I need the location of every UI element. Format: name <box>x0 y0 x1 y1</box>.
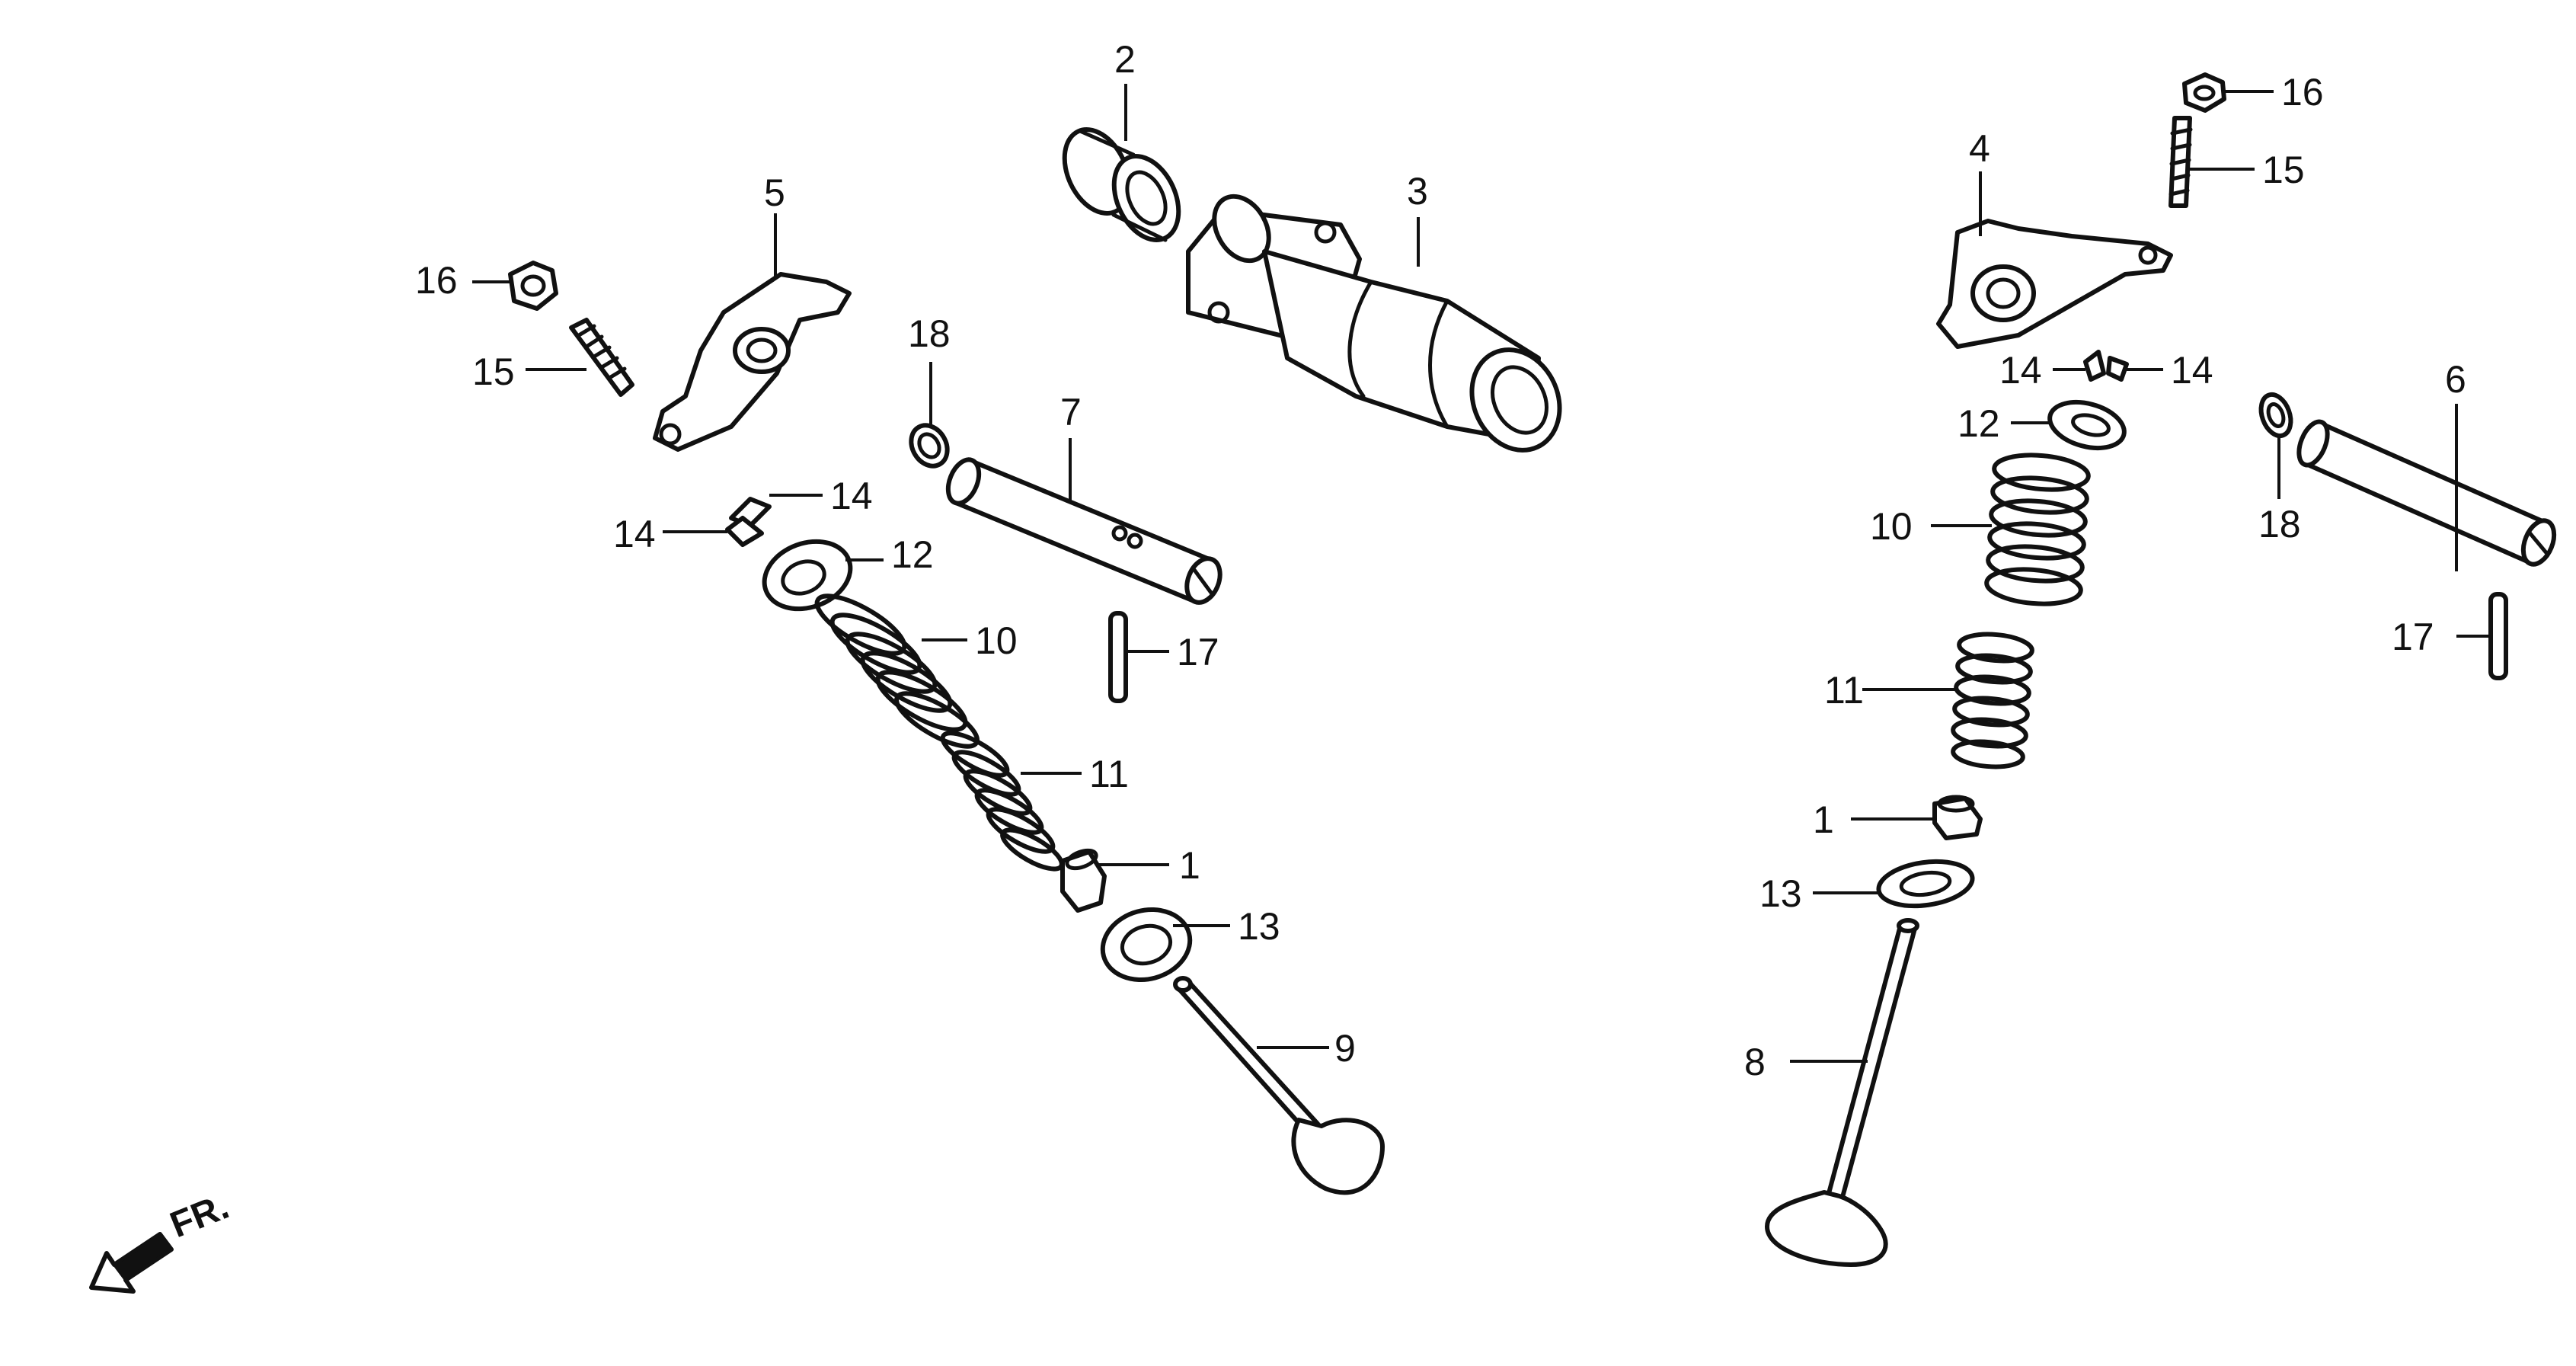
part-4-rocker-arm <box>1936 219 2173 349</box>
part-12-left-retainer <box>762 539 853 612</box>
callout-1-left: 1 <box>1179 844 1200 887</box>
callout-2: 2 <box>1114 38 1136 81</box>
callout-15-left: 15 <box>472 350 515 393</box>
front-direction-label: FR. <box>165 1186 235 1246</box>
callout-16-right: 16 <box>2281 71 2324 114</box>
part-17-left-pin <box>1108 611 1128 703</box>
callout-10-right: 10 <box>1870 505 1913 548</box>
part-11-right-inner-spring <box>1951 632 2034 769</box>
part-1-right-stem-seal <box>1932 795 1983 840</box>
part-18-left-o-ring <box>909 423 950 469</box>
callout-numbers: 2 3 5 16 15 18 7 14 14 12 10 17 11 1 13 … <box>415 38 2466 1083</box>
callout-10-left: 10 <box>975 619 1018 662</box>
part-14-right-cotters <box>2083 350 2129 382</box>
callout-6: 6 <box>2445 358 2466 401</box>
part-11-left-inner-spring <box>940 731 1064 872</box>
callout-15-right: 15 <box>2262 149 2305 191</box>
callout-17-left: 17 <box>1177 631 1219 673</box>
part-2-bearing <box>1062 127 1181 242</box>
part-15-right-screw <box>2169 116 2193 208</box>
part-7-rocker-shaft <box>945 457 1222 605</box>
callout-18-left: 18 <box>908 312 951 355</box>
part-13-right-seat <box>1876 859 1975 909</box>
callout-12-right: 12 <box>1958 402 2000 445</box>
part-3-camshaft <box>1186 194 1562 453</box>
callout-8: 8 <box>1744 1041 1766 1083</box>
part-18-right-o-ring <box>2258 392 2293 439</box>
leader-lines <box>472 84 2491 1063</box>
callout-13-left: 13 <box>1238 905 1280 948</box>
callout-14-right-a: 14 <box>1999 349 2042 392</box>
callout-11-right: 11 <box>1824 669 1864 712</box>
part-17-right-pin <box>2488 592 2508 680</box>
part-8-valve <box>1765 918 1919 1267</box>
part-16-right-nut <box>2182 72 2226 113</box>
callout-17-right: 17 <box>2392 616 2434 658</box>
part-5-rocker-arm <box>653 272 852 452</box>
callout-13-right: 13 <box>1759 872 1802 915</box>
callout-9: 9 <box>1334 1027 1356 1070</box>
callout-16-left: 16 <box>415 259 458 302</box>
callout-1-right: 1 <box>1813 798 1834 841</box>
part-14-left-cotters <box>725 497 772 547</box>
callout-4: 4 <box>1969 127 1990 170</box>
front-direction-arrow: FR. <box>89 1186 235 1294</box>
part-9-valve <box>1173 976 1385 1195</box>
part-13-left-seat <box>1100 907 1193 982</box>
part-10-right-outer-spring <box>1984 453 2091 606</box>
callout-18-right: 18 <box>2258 503 2301 545</box>
callout-3: 3 <box>1407 170 1428 213</box>
part-15-left-screw <box>569 318 634 397</box>
part-12-right-retainer <box>2047 400 2127 450</box>
callout-14-left-a: 14 <box>830 475 873 517</box>
part-1-left-stem-seal <box>1060 848 1107 913</box>
callout-7: 7 <box>1060 391 1082 433</box>
part-6-rocker-shaft <box>2296 419 2557 567</box>
callout-11-left: 11 <box>1089 753 1129 795</box>
callout-14-right-b: 14 <box>2171 349 2213 392</box>
callout-14-left-b: 14 <box>613 513 656 555</box>
callout-12-left: 12 <box>891 533 934 576</box>
part-16-left-nut <box>508 261 558 311</box>
callout-5: 5 <box>764 171 785 214</box>
part-10-left-outer-spring <box>814 593 980 749</box>
